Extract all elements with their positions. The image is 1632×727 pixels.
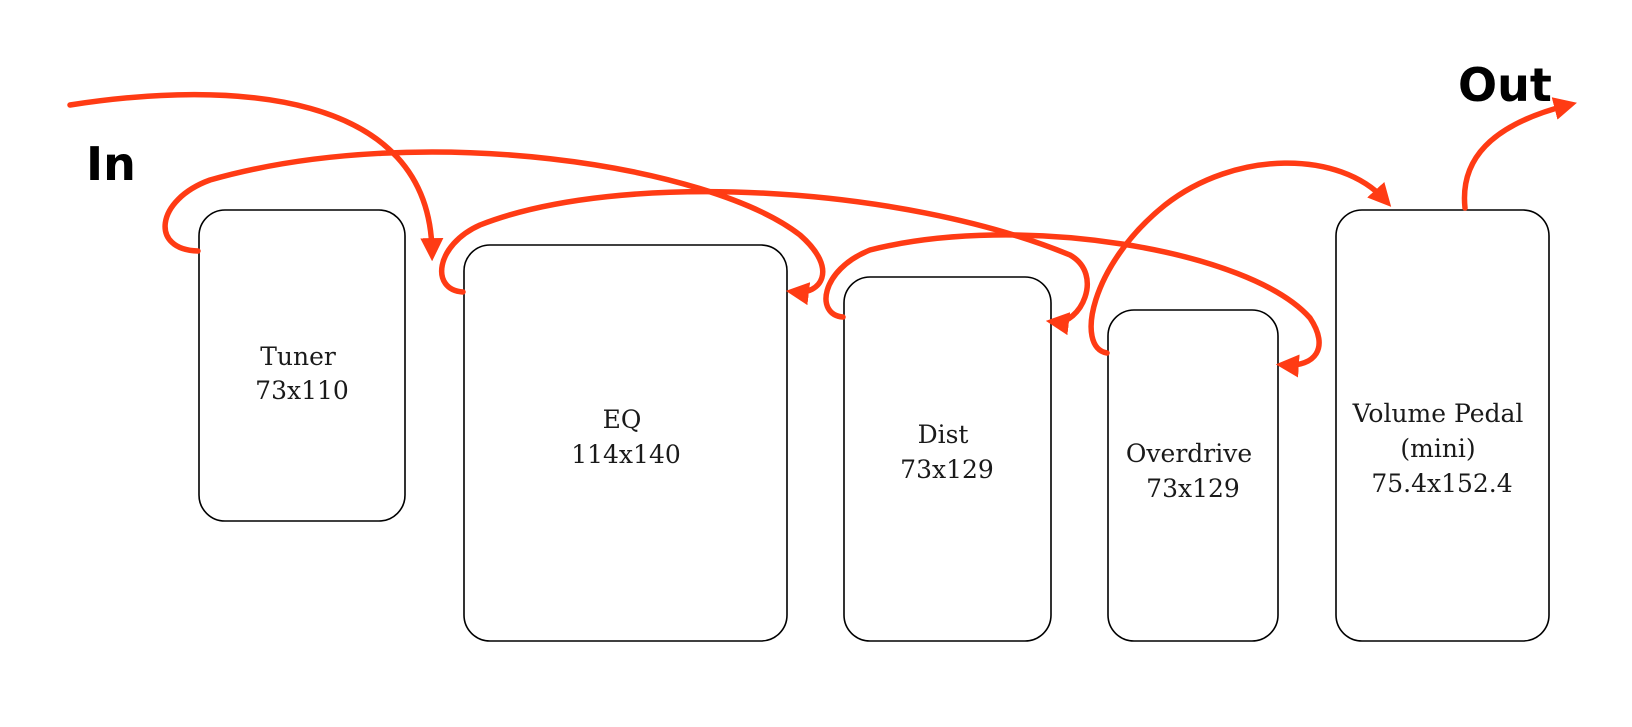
pedal-eq-size: 114x140 (571, 440, 681, 469)
pedal-tuner-box (198, 209, 406, 522)
pedal-tuner: Tuner 73x110 (198, 209, 406, 522)
pedal-tuner-size: 73x110 (255, 376, 349, 405)
pedal-dist-label: Dist 73x129 (900, 420, 994, 484)
cable-overdrive-to-volume (1088, 160, 1392, 356)
pedal-volume-label: Volume Pedal (mini) 75.4x152.4 (1352, 399, 1532, 498)
pedal-dist: Dist 73x129 (843, 276, 1052, 642)
pedal-dist-name: Dist (918, 420, 969, 449)
cable-dist-to-overdrive (823, 232, 1322, 378)
pedal-volume-box (1335, 209, 1550, 642)
pedal-dist-size: 73x129 (900, 455, 994, 484)
pedal-eq-name: EQ (603, 405, 642, 434)
pedal-overdrive-name: Overdrive (1126, 439, 1252, 468)
pedal-overdrive-label: Overdrive 73x129 (1126, 439, 1260, 503)
pedal-overdrive-box (1107, 309, 1279, 642)
pedal-volume-sub: (mini) (1400, 434, 1475, 463)
input-label: In (86, 137, 136, 191)
pedal-eq: EQ 114x140 (463, 244, 788, 642)
cable-volume-to-out (1461, 97, 1577, 211)
pedal-volume: Volume Pedal (mini) 75.4x152.4 (1335, 209, 1550, 642)
pedal-overdrive: Overdrive 73x129 (1107, 309, 1279, 642)
pedal-tuner-name: Tuner (260, 342, 336, 371)
pedal-volume-name: Volume Pedal (1352, 399, 1524, 428)
pedal-dist-box (843, 276, 1052, 642)
cable-eq-to-dist (438, 188, 1090, 336)
pedal-eq-box (463, 244, 788, 642)
pedal-tuner-label: Tuner 73x110 (255, 342, 349, 405)
pedal-overdrive-size: 73x129 (1146, 474, 1240, 503)
pedal-volume-size: 75.4x152.4 (1371, 469, 1512, 498)
cable-in-to-tuner (67, 91, 444, 262)
pedal-eq-label: EQ 114x140 (571, 405, 681, 469)
output-label: Out (1458, 58, 1552, 112)
cable-tuner-to-eq (162, 149, 826, 306)
